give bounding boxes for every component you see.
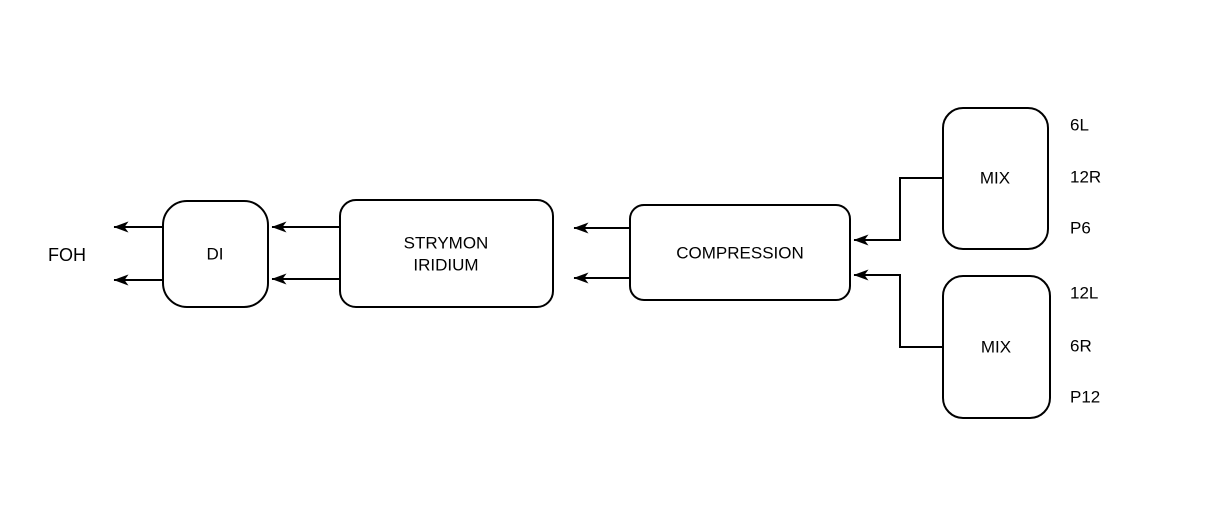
strymon-iridium-label-line1: STRYMON — [404, 234, 489, 253]
foh-label: FOH — [48, 245, 86, 265]
compression-box — [629, 204, 851, 301]
strymon-iridium-label-line2: IRIDIUM — [413, 256, 478, 275]
mix-top-output-3: P6 — [1070, 219, 1091, 238]
mix-bottom-output-2: 6R — [1070, 337, 1092, 356]
mix-bottom-box — [942, 275, 1051, 419]
mix-top-box — [942, 107, 1049, 250]
di-label: DI — [207, 245, 224, 264]
di-box — [162, 200, 269, 308]
mix-bottom-output-1: 12L — [1070, 284, 1098, 303]
strymon-iridium-box — [339, 199, 554, 308]
mix-top-output-2: 12R — [1070, 168, 1101, 187]
mix-top-label: MIX — [980, 169, 1010, 188]
compression-label: COMPRESSION — [676, 244, 804, 263]
mix-bottom-label: MIX — [981, 338, 1011, 357]
mix-top-output-1: 6L — [1070, 116, 1089, 135]
edge-mix-top-to-compression — [853, 177, 943, 246]
mix-bottom-output-3: P12 — [1070, 388, 1100, 407]
edge-mix-bottom-to-compression — [853, 269, 943, 348]
